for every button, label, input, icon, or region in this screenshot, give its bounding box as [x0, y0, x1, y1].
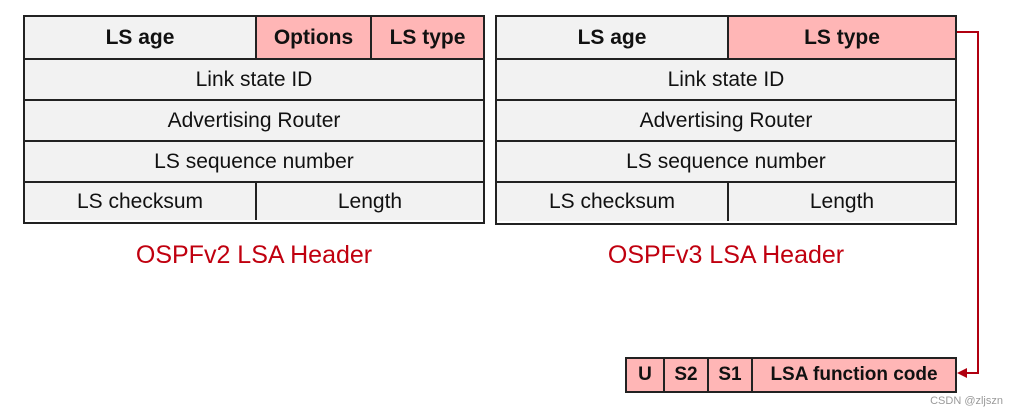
- s1-bit-field: S1: [707, 359, 751, 391]
- v2-ls-type-field: LS type: [370, 17, 483, 58]
- v3-row-4: LS sequence number: [497, 140, 955, 181]
- v3-ls-age-field: LS age: [497, 17, 727, 58]
- v2-row-3: Advertising Router: [25, 99, 483, 140]
- v2-length-field: Length: [255, 183, 483, 220]
- v3-row-5: LS checksum Length: [497, 181, 955, 221]
- ls-type-bits-table: U S2 S1 LSA function code: [625, 357, 957, 393]
- v2-row-4: LS sequence number: [25, 140, 483, 181]
- ospfv3-caption: OSPFv3 LSA Header: [607, 241, 845, 269]
- v2-options-field: Options: [255, 17, 370, 58]
- ospfv3-lsa-header-table: LS age LS type Link state ID Advertising…: [495, 15, 957, 225]
- v3-row-1: LS age LS type: [497, 17, 955, 58]
- lsa-function-code-field: LSA function code: [751, 359, 955, 391]
- arrow-line: [957, 31, 979, 374]
- s2-bit-field: S2: [663, 359, 707, 391]
- v3-row-3: Advertising Router: [497, 99, 955, 140]
- v2-row-2: Link state ID: [25, 58, 483, 99]
- v3-length-field: Length: [727, 183, 955, 221]
- v3-ls-type-field: LS type: [727, 17, 955, 58]
- v2-row-1: LS age Options LS type: [25, 17, 483, 58]
- v3-ls-checksum-field: LS checksum: [497, 183, 727, 221]
- ospfv2-lsa-header-table: LS age Options LS type Link state ID Adv…: [23, 15, 485, 224]
- v2-link-state-id-field: Link state ID: [25, 60, 483, 99]
- v2-row-5: LS checksum Length: [25, 181, 483, 220]
- v3-ls-sequence-number-field: LS sequence number: [497, 142, 955, 181]
- v3-advertising-router-field: Advertising Router: [497, 101, 955, 140]
- v3-row-2: Link state ID: [497, 58, 955, 99]
- v2-advertising-router-field: Advertising Router: [25, 101, 483, 140]
- ospfv2-caption: OSPFv2 LSA Header: [135, 241, 373, 269]
- watermark-text: CSDN @zljszn: [930, 395, 1003, 407]
- u-bit-field: U: [627, 359, 663, 391]
- v3-link-state-id-field: Link state ID: [497, 60, 955, 99]
- v2-ls-checksum-field: LS checksum: [25, 183, 255, 220]
- v2-ls-sequence-number-field: LS sequence number: [25, 142, 483, 181]
- arrow-head: [957, 368, 967, 378]
- ls-type-bits-row: U S2 S1 LSA function code: [627, 359, 955, 391]
- v2-ls-age-field: LS age: [25, 17, 255, 58]
